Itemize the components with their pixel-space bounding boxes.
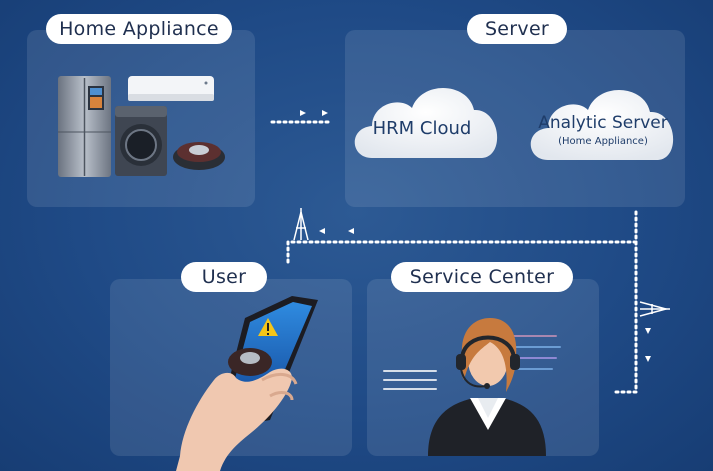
warning-icon — [258, 318, 278, 336]
hrm-cloud-icon — [354, 87, 498, 158]
server-title: Server — [467, 14, 567, 44]
hand-icon — [176, 368, 298, 471]
home-appliance-title: Home Appliance — [46, 14, 232, 44]
antenna-icon — [639, 301, 670, 317]
analytic-server-cloud-icon — [530, 89, 674, 160]
robot-vacuum-icon — [173, 142, 225, 170]
service-center-title: Service Center — [391, 262, 573, 292]
headset-agent-icon — [428, 318, 546, 456]
air-conditioner-icon — [128, 76, 214, 101]
analytic-server-label: Analytic Server — [538, 113, 668, 133]
arrow-icons — [300, 110, 651, 362]
hrm-cloud-label: HRM Cloud — [372, 118, 472, 139]
user-title: User — [181, 262, 267, 292]
fridge-icon — [58, 76, 111, 177]
connector-lines — [270, 120, 638, 394]
washer-icon — [115, 106, 167, 176]
antenna-icon — [293, 208, 309, 241]
analytic-server-sublabel: (Home Appliance) — [558, 136, 648, 147]
